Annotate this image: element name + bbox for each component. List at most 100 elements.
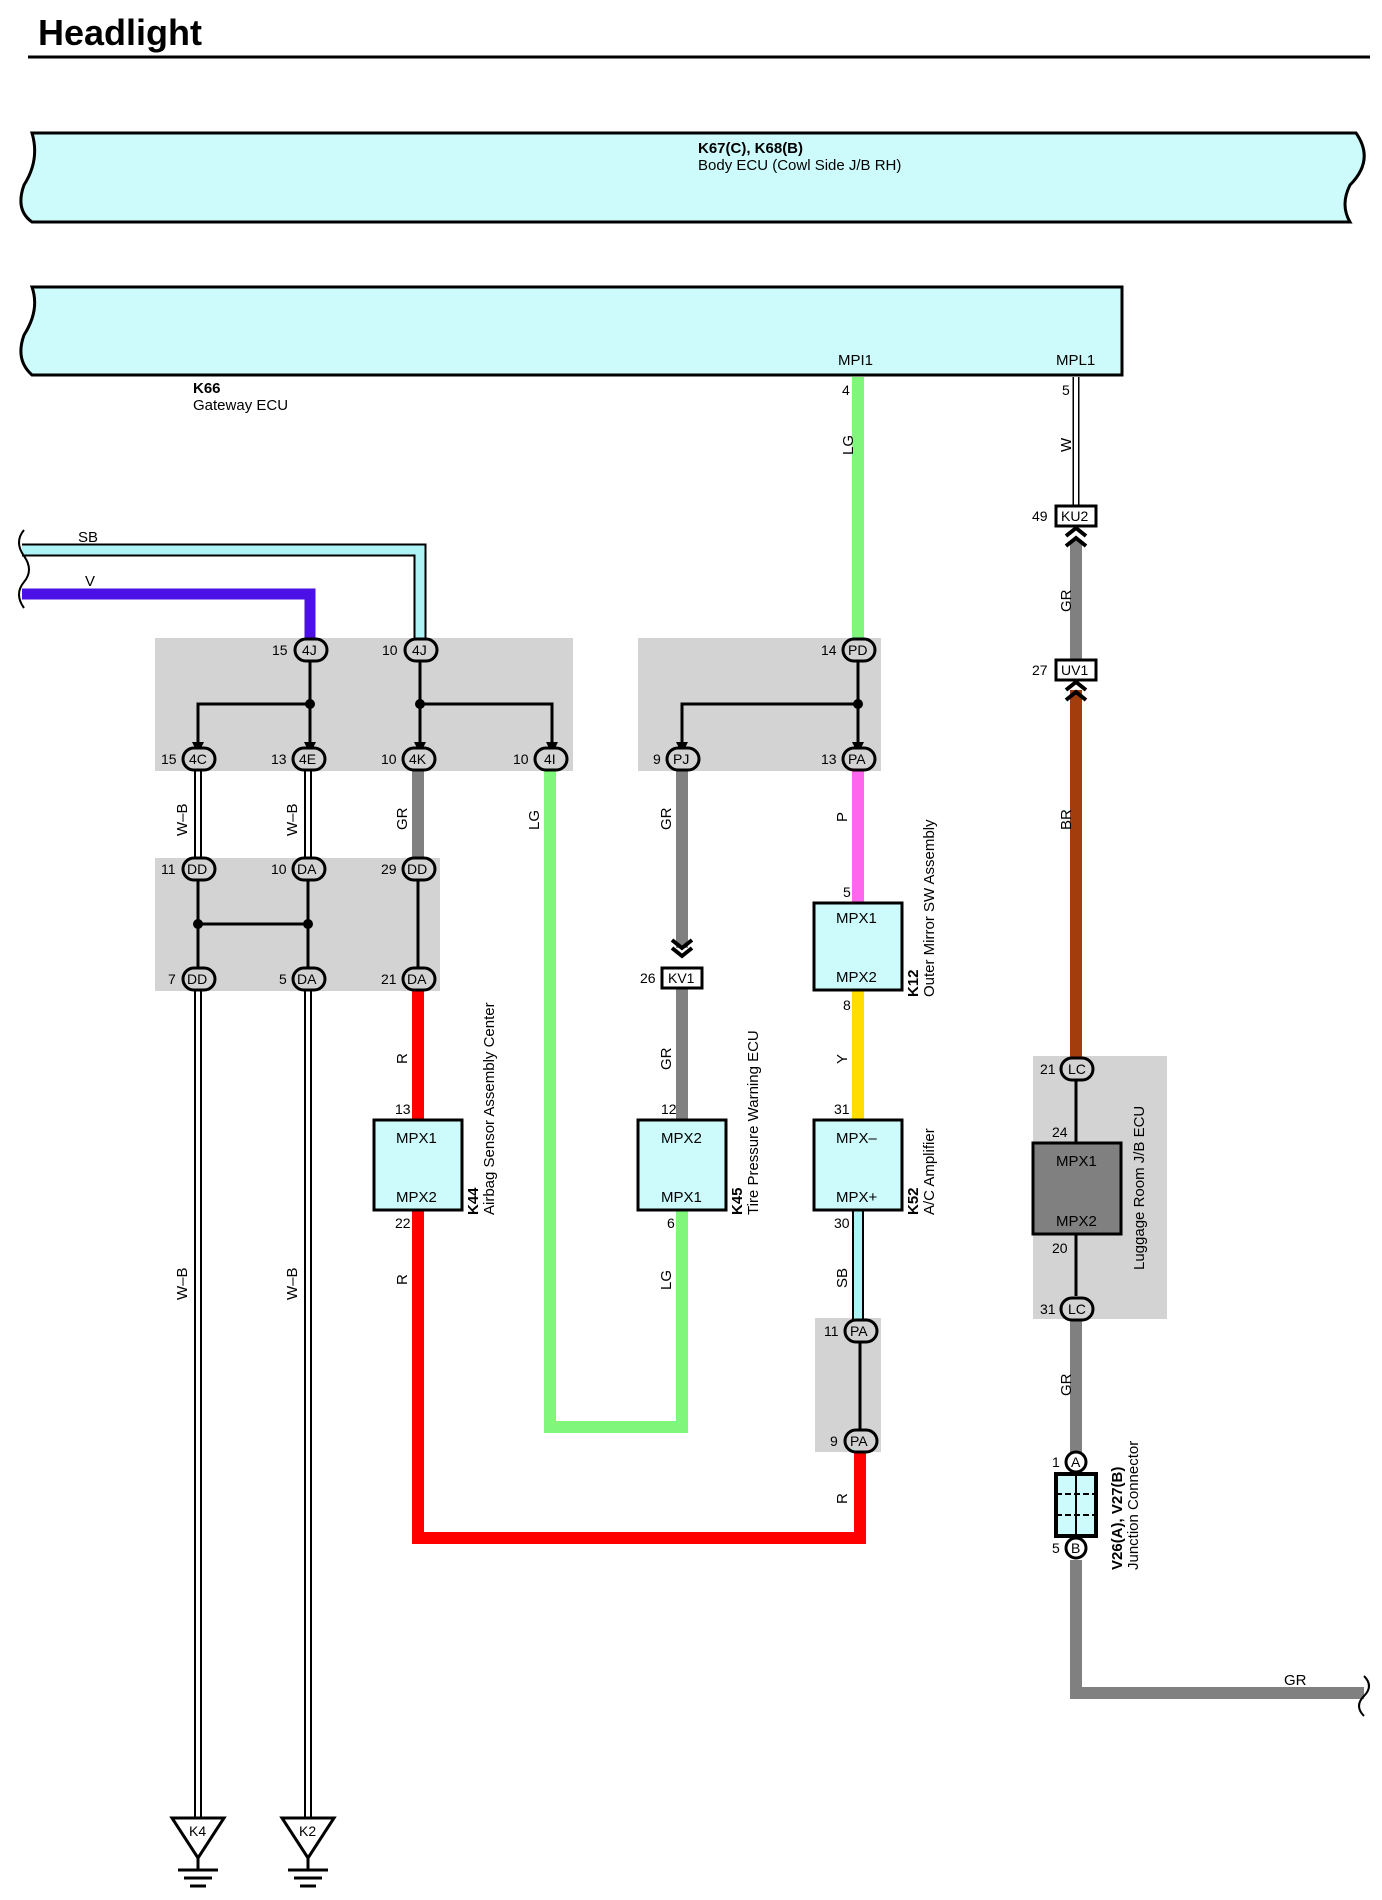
page-title: Headlight — [38, 12, 202, 53]
svg-text:MPX1: MPX1 — [661, 1189, 702, 1206]
connector-4c: 4C 15 — [161, 746, 217, 772]
svg-text:DA: DA — [407, 971, 427, 987]
svg-text:DA: DA — [297, 971, 317, 987]
svg-text:4I: 4I — [544, 751, 556, 767]
svg-text:15: 15 — [272, 642, 288, 658]
svg-text:PA: PA — [850, 1323, 868, 1339]
svg-text:W–B: W–B — [284, 1267, 301, 1300]
svg-text:5: 5 — [843, 884, 851, 900]
svg-text:4C: 4C — [189, 751, 207, 767]
connector-lc-b: LC 31 — [1040, 1296, 1095, 1322]
svg-text:A/C Amplifier: A/C Amplifier — [921, 1128, 938, 1215]
svg-text:GR: GR — [1058, 1373, 1075, 1396]
svg-text:12: 12 — [661, 1101, 677, 1117]
wire-wb-group — [194, 770, 312, 1818]
connector-uv1: UV1 27 — [1032, 658, 1098, 702]
label-jconn: V26(A), V27(B) Junction Connector — [1109, 1441, 1142, 1570]
connector-4i: 4I 10 — [513, 746, 569, 772]
svg-text:DD: DD — [187, 861, 207, 877]
svg-text:K12: K12 — [905, 969, 922, 997]
svg-text:20: 20 — [1052, 1240, 1068, 1256]
svg-text:21: 21 — [1040, 1061, 1056, 1077]
label-k45: K45 Tire Pressure Warning ECU — [729, 1030, 762, 1215]
svg-text:11: 11 — [161, 861, 176, 877]
svg-text:31: 31 — [834, 1101, 850, 1117]
gateway-ecu-name: Gateway ECU — [193, 397, 288, 414]
svg-text:GR: GR — [658, 807, 675, 830]
wire-lg-4i — [544, 770, 688, 1433]
gateway-num-mpl1: 5 — [1062, 382, 1070, 398]
svg-text:LC: LC — [1068, 1061, 1086, 1077]
svg-text:K4: K4 — [189, 1823, 206, 1839]
svg-text:4E: 4E — [299, 751, 316, 767]
svg-text:K44: K44 — [465, 1187, 482, 1215]
svg-text:UV1: UV1 — [1061, 662, 1088, 678]
svg-text:Junction Connector: Junction Connector — [1125, 1441, 1142, 1570]
connector-pj: PJ 9 — [653, 746, 701, 772]
svg-text:PA: PA — [848, 751, 866, 767]
ground-k2: K2 — [279, 1816, 337, 1888]
wire-label-sb-in: SB — [78, 529, 98, 546]
wire-v-in — [22, 588, 316, 648]
label-k44: K44 Airbag Sensor Assembly Center — [465, 1002, 498, 1215]
connector-da-c: DA 21 — [381, 966, 437, 992]
svg-text:W–B: W–B — [174, 1267, 191, 1300]
connector-pa-b: PA 11 — [824, 1318, 879, 1344]
junction-dots — [193, 699, 863, 929]
label-k12: K12 Outer Mirror SW Assembly — [905, 819, 938, 997]
svg-text:MPX1: MPX1 — [396, 1130, 437, 1147]
svg-text:LC: LC — [1068, 1301, 1086, 1317]
svg-text:MPX1: MPX1 — [1056, 1153, 1097, 1170]
svg-text:15: 15 — [161, 751, 177, 767]
svg-text:KU2: KU2 — [1061, 508, 1088, 524]
connector-pd: PD 14 — [821, 637, 877, 663]
body-ecu-box — [19, 131, 1366, 224]
svg-text:Y: Y — [834, 1054, 851, 1064]
connector-dd-c: DD 7 — [168, 966, 217, 992]
svg-text:KV1: KV1 — [668, 970, 695, 986]
svg-text:7: 7 — [168, 971, 176, 987]
ground-k4: K4 — [169, 1816, 227, 1888]
svg-text:K2: K2 — [299, 1823, 316, 1839]
component-k12: MPX1 MPX2 5 8 — [812, 884, 904, 1013]
svg-text:DD: DD — [407, 861, 427, 877]
svg-text:BR: BR — [1058, 809, 1075, 830]
gateway-ecu-code: K66 — [193, 380, 221, 397]
svg-text:R: R — [834, 1493, 851, 1504]
svg-text:K52: K52 — [905, 1187, 922, 1215]
svg-text:24: 24 — [1052, 1124, 1068, 1140]
svg-text:MPX+: MPX+ — [836, 1189, 878, 1206]
svg-text:5: 5 — [1052, 1540, 1060, 1556]
svg-text:W–B: W–B — [284, 803, 301, 836]
svg-text:MPX–: MPX– — [836, 1130, 878, 1147]
svg-text:K45: K45 — [729, 1187, 746, 1215]
svg-text:31: 31 — [1040, 1301, 1056, 1317]
wire-r-k44 — [412, 1210, 866, 1544]
svg-text:LG: LG — [526, 810, 543, 830]
svg-text:4J: 4J — [302, 642, 317, 658]
svg-text:MPX1: MPX1 — [836, 910, 877, 927]
connector-pa-a: PA 13 — [821, 746, 877, 772]
svg-text:MPX2: MPX2 — [836, 969, 877, 986]
connector-pa-c: PA 9 — [830, 1428, 879, 1454]
wire-cut-right — [1358, 1675, 1370, 1717]
svg-text:11: 11 — [824, 1323, 839, 1339]
svg-text:30: 30 — [834, 1215, 850, 1231]
junction-connector: A 1 B 5 — [1052, 1450, 1098, 1560]
wire-label-gr-out: GR — [1284, 1672, 1307, 1689]
svg-text:4K: 4K — [409, 751, 427, 767]
svg-text:W–B: W–B — [174, 803, 191, 836]
svg-text:5: 5 — [279, 971, 287, 987]
svg-text:R: R — [394, 1053, 411, 1064]
svg-text:W: W — [1058, 437, 1075, 452]
svg-text:22: 22 — [395, 1215, 411, 1231]
svg-text:Tire Pressure Warning ECU: Tire Pressure Warning ECU — [745, 1030, 762, 1215]
wire-cut-left — [18, 529, 30, 609]
connector-da-a: DA 10 — [271, 856, 327, 882]
svg-text:MPX2: MPX2 — [396, 1189, 437, 1206]
svg-text:GR: GR — [658, 1047, 675, 1070]
svg-text:PA: PA — [850, 1433, 868, 1449]
gateway-ecu-box — [19, 285, 1124, 377]
connector-dd-a: DD 11 — [161, 856, 217, 882]
